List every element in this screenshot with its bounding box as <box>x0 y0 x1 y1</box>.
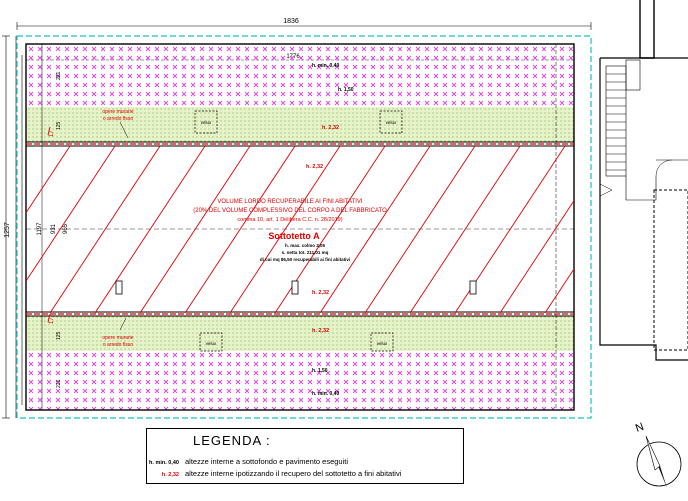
volume-note-line1: VOLUME LORDO RECUPERABILE AI FINI ABITAT… <box>217 199 362 205</box>
dim-total-height: 1257 <box>4 222 11 238</box>
stairwell <box>599 0 688 361</box>
opere-bottom-line1: opere murarie <box>102 335 133 341</box>
velux-windows <box>194 110 403 352</box>
label-h150-bottom: h. 1,50 <box>312 368 328 374</box>
dim-strip-bottom-b: 125 <box>56 331 62 340</box>
velux-label-3: velux <box>206 341 217 346</box>
room-line1: h. max. colmo 3,05 <box>285 243 326 248</box>
north-label: N <box>634 421 646 435</box>
dim-strip-top-b: 125 <box>56 121 62 130</box>
recoverable-volume-hatch <box>26 146 574 313</box>
low-height-zone-top <box>26 44 574 107</box>
velux-label-2: velux <box>386 120 397 125</box>
outer-boundary <box>16 35 592 419</box>
dim-strip-bottom: 221 <box>56 379 62 388</box>
opere-bottom-line2: o arredo fisso <box>103 342 134 348</box>
label-hmin-top: h. min. 0,40 <box>312 63 339 69</box>
volume-note-line3: comma 10, art. 1 Delibera C.C. n. 28/201… <box>237 217 342 223</box>
legend-text-1: altezze interne a sottofondo e pavimento… <box>185 457 349 466</box>
label-h232-bottom: h. 2,32 <box>312 328 329 334</box>
label-h232-mid-bottom: h. 2,32 <box>312 290 329 296</box>
label-h232-mid-top: h. 2,32 <box>306 164 323 170</box>
recoverable-zone-top <box>26 107 574 142</box>
walls <box>25 43 575 411</box>
legend-title: LEGENDA : <box>193 433 271 448</box>
low-height-zone-bottom <box>26 351 574 410</box>
label-h232-top: h. 2,32 <box>322 125 339 131</box>
recoverable-zone-bottom <box>26 316 574 351</box>
volume-note-line2: (20% DEL VOLUME COMPLESSIVO DEL CORPO A … <box>193 208 387 214</box>
chimney-openings <box>115 280 477 295</box>
dim-wall-top: 17 <box>49 130 55 137</box>
dim-height-d: 965 <box>63 223 69 234</box>
room-line2: s. netta tot. 211,01 mq <box>282 250 329 255</box>
dim-wall-bottom: 17 <box>49 317 55 324</box>
legend-text-2: altezze interne ipotizzando il recupero … <box>185 469 402 478</box>
legend-key-1: h. min. 0,40 <box>149 460 179 466</box>
room-name: Sottotetto A <box>268 231 320 241</box>
opere-top-line1: opere murarie <box>102 109 133 115</box>
room-line3: di cui mq 86,50 recuperabili ai fini abi… <box>260 257 350 262</box>
label-h150-top: h. 1,50 <box>338 87 354 93</box>
north-arrow <box>636 435 682 488</box>
velux-label-4: velux <box>377 341 388 346</box>
dim-height-b: 1197 <box>37 222 43 236</box>
red-ticks <box>47 126 51 323</box>
legend-row-1: h. min. 0,40 altezze interne a sottofondo… <box>147 457 348 466</box>
velux-label-1: velux <box>201 120 212 125</box>
opere-leaders <box>119 121 129 331</box>
legend: LEGENDA : h. min. 0,40 altezze interne a … <box>146 428 464 484</box>
opere-top-line2: o arredo fisso <box>103 116 134 122</box>
height-232-lines <box>26 143 574 315</box>
legend-key-2: h. 2,32 <box>161 472 179 478</box>
label-hmin-bottom: h. min. 0,40 <box>312 391 339 397</box>
legend-row-2: h. 2,32 altezze interne ipotizzando il re… <box>147 469 402 478</box>
dim-strip-top: 221 <box>56 71 62 80</box>
dim-total-width: 1836 <box>283 18 299 25</box>
dim-height-c: 931 <box>51 223 57 234</box>
